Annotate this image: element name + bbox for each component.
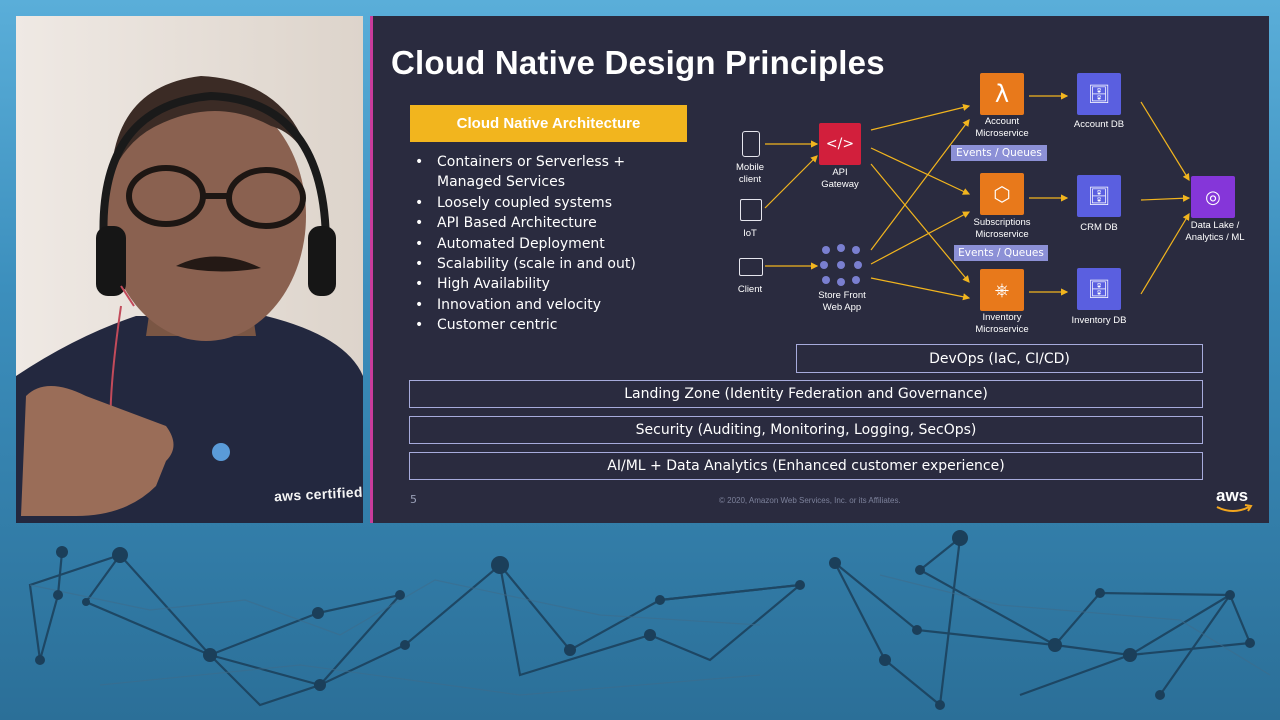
inventory-microservice-label: Inventory Microservice xyxy=(975,312,1029,335)
client-monitor-icon xyxy=(739,258,763,276)
kubernetes-icon: ⎈ xyxy=(980,269,1024,311)
principles-list: Containers or Serverless +Managed Servic… xyxy=(415,152,636,336)
inventory-db-label: Inventory DB xyxy=(1071,315,1127,326)
lambda-icon: λ xyxy=(980,73,1024,115)
bullet-loosely-coupled: Loosely coupled systems xyxy=(415,193,636,214)
container-icon: ⬡ xyxy=(980,173,1024,215)
api-gateway-icon: </> xyxy=(819,123,861,165)
iot-label: IoT xyxy=(743,228,757,239)
store-front-icon xyxy=(820,244,862,286)
events-queues-2: Events / Queues xyxy=(954,245,1048,261)
data-lake-icon: ◎ xyxy=(1191,176,1235,218)
aws-logo: aws xyxy=(1216,486,1249,505)
api-gateway-label: API Gateway xyxy=(821,167,859,190)
data-lake-label: Data Lake / Analytics / ML xyxy=(1185,220,1245,243)
network-background xyxy=(28,530,1271,710)
slide-number: 5 xyxy=(410,493,417,506)
bullet-customer: Customer centric xyxy=(415,315,636,336)
presenter-illustration xyxy=(16,16,363,523)
crm-db-icon: 🗄 xyxy=(1077,175,1121,217)
crm-db-label: CRM DB xyxy=(1080,222,1118,233)
aws-smile-icon xyxy=(1216,504,1253,512)
bullet-containers: Containers or Serverless +Managed Servic… xyxy=(415,152,636,193)
webcam-feed: aws certified xyxy=(16,16,363,523)
landing-zone-bar: Landing Zone (Identity Federation and Go… xyxy=(409,380,1203,408)
bullet-api: API Based Architecture xyxy=(415,213,636,234)
bullet-innovation: Innovation and velocity xyxy=(415,295,636,316)
security-bar: Security (Auditing, Monitoring, Logging,… xyxy=(409,416,1203,444)
store-front-label: Store Front Web App xyxy=(818,290,866,313)
architecture-header: Cloud Native Architecture xyxy=(410,105,687,142)
iot-chip-icon xyxy=(740,199,762,221)
mobile-client-icon xyxy=(742,131,760,157)
bullet-deployment: Automated Deployment xyxy=(415,234,636,255)
account-db-icon: 🗄 xyxy=(1077,73,1121,115)
bullet-availability: High Availability xyxy=(415,274,636,295)
presentation-slide: Cloud Native Design Principles Cloud Nat… xyxy=(370,16,1269,523)
inventory-db-icon: 🗄 xyxy=(1077,268,1121,310)
mobile-client-label: Mobile client xyxy=(736,162,764,185)
devops-bar: DevOps (IaC, CI/CD) xyxy=(796,344,1203,373)
account-db-label: Account DB xyxy=(1073,119,1125,130)
slide-title: Cloud Native Design Principles xyxy=(391,44,885,81)
bullet-scalability: Scalability (scale in and out) xyxy=(415,254,636,275)
events-queues-1: Events / Queues xyxy=(951,145,1047,161)
aiml-bar: AI/ML + Data Analytics (Enhanced custome… xyxy=(409,452,1203,480)
client-label: Client xyxy=(737,284,763,295)
subscriptions-microservice-label: Subscriptions Microservice xyxy=(973,217,1031,240)
copyright-text: © 2020, Amazon Web Services, Inc. or its… xyxy=(719,496,901,505)
account-microservice-label: Account Microservice xyxy=(975,116,1029,139)
